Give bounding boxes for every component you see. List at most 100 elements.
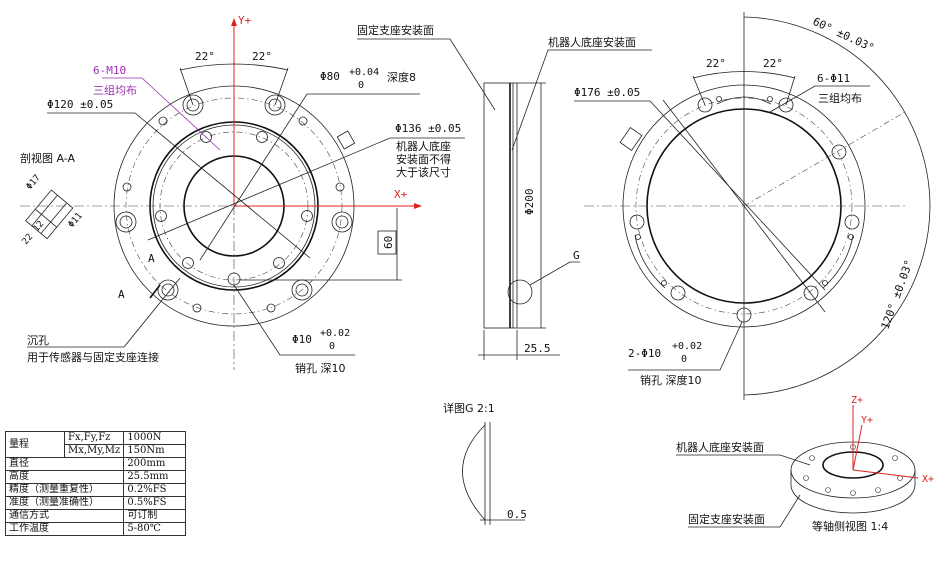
dia200-label: Φ200 <box>523 189 536 216</box>
hole-note: 三组均布 <box>818 91 862 105</box>
detail-g-circle <box>507 279 533 305</box>
note-line: 机器人底座 <box>396 139 451 153</box>
row-label: 精度（测量重复性） <box>4 483 125 497</box>
iso-x-label: X+ <box>922 474 934 485</box>
dia120-label: Φ120 ±0.05 <box>47 98 113 111</box>
dia176-leader <box>574 100 826 291</box>
pin-note: 销孔 深10 <box>295 361 346 375</box>
range-label: 量程 <box>5 431 65 458</box>
back-view-right: 60° ±0.03° 120° ±0.03° 22° 22° Φ176 ±0.0… <box>574 12 931 400</box>
row-label: 准度（测量准确性） <box>4 496 125 510</box>
force-axes: Fx,Fy,Fz <box>63 431 125 445</box>
note-line: 安装面不得 <box>396 152 451 166</box>
hole-callout: 6-Φ11 <box>817 72 850 85</box>
section-dim-22: 22 <box>21 232 36 247</box>
x-axis-label: X+ <box>394 188 408 201</box>
pin-note: 销孔 深度10 <box>640 373 702 387</box>
section-arrow-a-lower: A <box>118 288 125 301</box>
detail-g-title: 详图G 2:1 <box>443 401 495 415</box>
counterbore-title: 沉孔 <box>27 334 49 347</box>
row-value: 0.5%FS <box>123 496 187 510</box>
row-value: 200mm <box>123 457 187 471</box>
robot-face-leader <box>511 49 652 151</box>
isometric-view: Z+ Y+ X+ 机器人底座安装面 固定支座安装面 等轴侧视图 1:4 <box>676 395 934 533</box>
pin-tol-upper: +0.02 <box>320 328 350 339</box>
thread-note: 三组均布 <box>93 83 137 97</box>
row-value: 25.5mm <box>123 470 187 484</box>
pin-dia-label: Φ10 <box>292 333 312 346</box>
fixed-face-label: 固定支座安装面 <box>357 23 434 37</box>
angle-22-right: 22° <box>252 50 272 63</box>
pin-tol-lower: 0 <box>329 341 335 352</box>
pin-dia-label: 2-Φ10 <box>628 347 661 360</box>
section-dim-17: Φ17 <box>25 173 43 192</box>
section-arrow-a-upper: A <box>148 252 155 265</box>
row-value: 可订制 <box>123 509 187 523</box>
section-a-a-view <box>25 189 74 240</box>
connector <box>336 130 356 150</box>
hole-circle <box>635 97 853 315</box>
dia80-tol-upper: +0.04 <box>349 67 379 78</box>
row-label: 工作温度 <box>4 522 125 536</box>
mount-holes <box>629 96 860 323</box>
iso-z-label: Z+ <box>851 395 863 406</box>
dia136-note: 机器人底座 安装面不得 大于该尺寸 <box>396 139 451 179</box>
thread-callout: 6-M10 <box>93 64 126 77</box>
row-value: 5-80℃ <box>123 522 187 536</box>
relief-slot <box>634 234 666 289</box>
section-view-label: 剖视图 A-A <box>20 151 76 165</box>
angle-22-left: 22° <box>195 50 215 63</box>
iso-robot-leader <box>676 454 811 466</box>
table-row: Mx,My,Mz 150Nm <box>6 444 187 458</box>
angle-120: 120° ±0.03° <box>879 258 916 331</box>
pin-tol-upper: +0.02 <box>672 341 702 352</box>
iso-y-label: Y+ <box>861 415 873 426</box>
iso-fixed-face: 固定支座安装面 <box>688 512 765 526</box>
row-value: 0.2%FS <box>123 483 187 497</box>
y-axis-label: Y+ <box>238 14 252 27</box>
row-label: 通信方式 <box>4 509 125 523</box>
angle-22-right: 22° <box>763 57 783 70</box>
pin-leader <box>233 284 355 356</box>
detail-g-dim: 0.5 <box>507 508 527 521</box>
dia80-depth: 深度8 <box>387 70 416 84</box>
relief-slot <box>822 234 854 289</box>
hole-leader <box>769 85 870 113</box>
detail-g-ref: G <box>573 249 580 262</box>
section-dim-12: 12 <box>32 219 47 234</box>
row-label: 高度 <box>4 470 125 484</box>
counterbore-holes <box>115 94 353 301</box>
note-line: 大于该尺寸 <box>396 165 451 179</box>
height-dim: 25.5 <box>524 342 551 355</box>
moment-value: 150Nm <box>123 444 187 458</box>
front-view-left: Y+ X+ 22° 22° 6-M10 三组均布 Φ120 ±0.05 Φ80 … <box>20 14 465 375</box>
dia176-label: Φ176 ±0.05 <box>574 86 640 99</box>
force-value: 1000N <box>123 431 187 445</box>
small-holes <box>122 116 345 313</box>
dia80-tol-lower: 0 <box>358 80 364 91</box>
dia80-label: Φ80 <box>320 70 340 83</box>
detail-g-leader <box>529 261 580 286</box>
dia120-leader <box>47 112 311 259</box>
dim-60: 60 <box>382 236 395 249</box>
thread-leader <box>102 77 221 151</box>
table-row: 量程 Fx,Fy,Fz 1000N <box>5 431 187 458</box>
table-row: 准度（测量准确性）0.5%FS <box>4 496 187 510</box>
counterbore-note: 用于传感器与固定支座连接 <box>27 350 159 364</box>
section-dim-11: Φ11 <box>67 211 85 230</box>
iso-robot-face: 机器人底座安装面 <box>676 440 764 454</box>
fixed-face-leader <box>357 38 496 111</box>
row-label: 直径 <box>4 457 125 471</box>
dia136-label: Φ136 ±0.05 <box>395 122 461 135</box>
counterbore-leader <box>27 277 181 348</box>
moment-axes: Mx,My,Mz <box>63 444 125 458</box>
angle-22-left: 22° <box>706 57 726 70</box>
dia136-leader <box>147 137 465 241</box>
pin-tol-lower: 0 <box>681 354 687 365</box>
side-view: Φ200 G 25.5 固定支座安装面 机器人底座安装面 <box>357 23 652 360</box>
